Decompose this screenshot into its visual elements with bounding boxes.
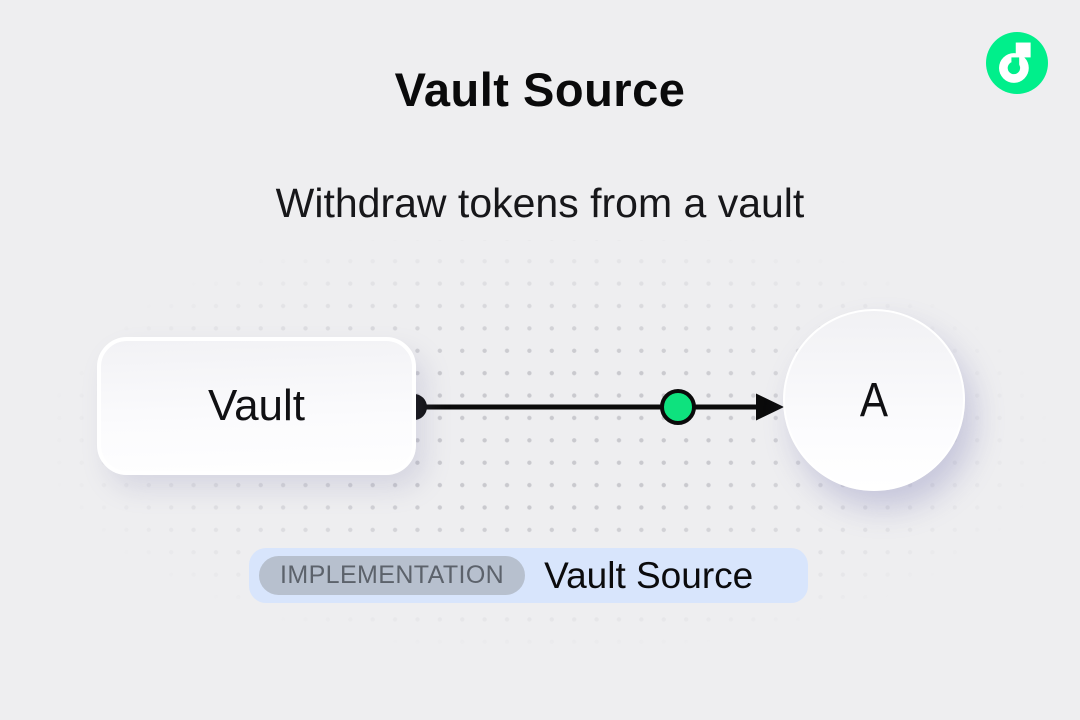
vault-node: Vault xyxy=(97,337,416,475)
page-title: Vault Source xyxy=(394,63,686,116)
implementation-label: Vault Source xyxy=(544,554,754,596)
account-node: A xyxy=(783,309,965,491)
implementation-tag: IMPLEMENTATION xyxy=(259,556,526,595)
vault-node-label: Vault xyxy=(207,381,306,430)
implementation-badge: IMPLEMENTATION Vault Source xyxy=(249,548,808,603)
page-subtitle: Withdraw tokens from a vault xyxy=(275,180,805,226)
flow-logo-icon xyxy=(986,32,1048,94)
account-node-label: A xyxy=(859,373,889,427)
